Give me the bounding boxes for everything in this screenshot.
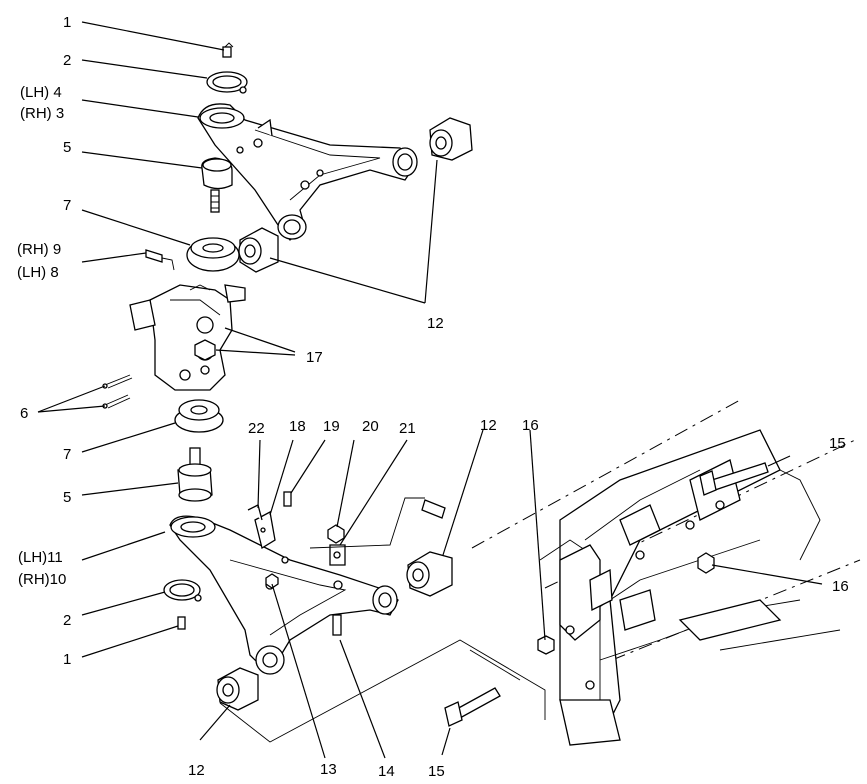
label-5-upper: 5 <box>63 139 71 156</box>
castle-nut <box>194 339 216 361</box>
bracket <box>247 504 276 550</box>
lower-bushing-rear <box>406 551 453 597</box>
upper-bushing-rear <box>429 117 473 161</box>
label-18: 18 <box>289 418 306 435</box>
bolt-lower <box>444 687 501 727</box>
label-7-upper: 7 <box>63 197 71 214</box>
ball-joint-upper <box>201 157 233 213</box>
label-lh-4: (LH) 4 <box>20 84 62 101</box>
mounting-plate-outline <box>219 639 546 743</box>
snap-ring-lower <box>163 579 202 602</box>
lower-control-arm <box>169 515 399 675</box>
bolt-14 <box>332 614 342 636</box>
bolt-upper <box>699 462 769 496</box>
label-16-upper: 16 <box>522 417 539 434</box>
cotter-pins <box>102 374 133 409</box>
label-21: 21 <box>399 420 416 437</box>
clamp-21 <box>329 544 346 566</box>
label-14: 14 <box>378 763 395 780</box>
label-15-lower: 15 <box>428 763 445 780</box>
label-5-lower: 5 <box>63 489 71 506</box>
label-lh-11: (LH)11 <box>18 549 63 566</box>
dust-seal-lower <box>174 399 224 433</box>
nut-upper <box>697 552 715 574</box>
screw-lower <box>177 616 186 630</box>
grease-fitting <box>145 249 175 271</box>
label-15-upper: 15 <box>829 435 846 452</box>
label-2-lower: 2 <box>63 612 71 629</box>
lower-bushing-front <box>216 667 259 711</box>
dust-seal-upper <box>186 237 240 272</box>
label-19: 19 <box>323 418 340 435</box>
screw-upper <box>222 42 234 58</box>
label-rh-10: (RH)10 <box>18 571 66 588</box>
label-6: 6 <box>20 405 28 422</box>
label-12-middle: 12 <box>480 417 497 434</box>
ball-joint-lower <box>177 447 213 502</box>
label-rh-9: (RH) 9 <box>17 241 61 258</box>
label-12-upper: 12 <box>427 315 444 332</box>
label-20: 20 <box>362 418 379 435</box>
screw-19 <box>283 491 292 507</box>
label-12-lower: 12 <box>188 762 205 779</box>
upper-bushing-front <box>238 227 279 273</box>
callout-labels: 1 2 (LH) 4 (RH) 3 5 7 (RH) 9 (LH) 8 12 1… <box>17 14 849 780</box>
nut-13 <box>265 573 279 589</box>
label-16-lower: 16 <box>832 578 849 595</box>
label-lh-8: (LH) 8 <box>17 264 59 281</box>
label-1-lower: 1 <box>63 651 71 668</box>
label-1-upper: 1 <box>63 14 71 31</box>
upper-control-arm <box>197 103 418 241</box>
nut-lower <box>537 635 555 655</box>
label-22: 22 <box>248 420 265 437</box>
label-17: 17 <box>306 349 323 366</box>
steering-knuckle <box>129 284 246 391</box>
frame-assembly <box>471 399 861 746</box>
label-rh-3: (RH) 3 <box>20 105 64 122</box>
label-7-lower: 7 <box>63 446 71 463</box>
leader-lines <box>37 21 823 759</box>
label-2-upper: 2 <box>63 52 71 69</box>
label-13: 13 <box>320 761 337 778</box>
snap-ring-upper <box>206 71 248 94</box>
brake-line <box>309 497 446 549</box>
nut-20 <box>327 524 345 544</box>
